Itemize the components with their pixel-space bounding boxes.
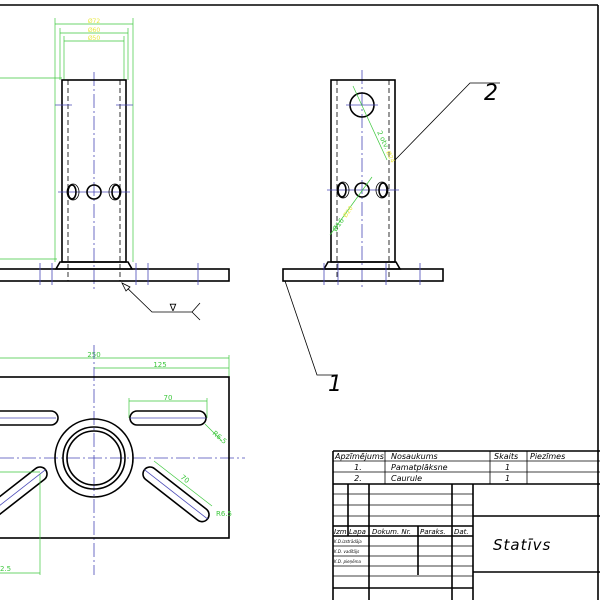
- header-lapa: Lapa: [349, 528, 366, 536]
- slot-diagonal-left: [0, 466, 48, 523]
- slot-diagonal-right: [142, 466, 210, 523]
- role-developed: K.D.izstrādāja: [334, 539, 362, 544]
- header-name: Nosaukums: [391, 452, 438, 461]
- part-1-qty: 1: [505, 463, 510, 472]
- role-manager: K.D. vadītājs: [334, 549, 359, 554]
- side-view: 2 otv. Ø24 Ø16 Ø20: [282, 70, 444, 290]
- side-dim-small-hole-2: Ø20: [342, 205, 355, 219]
- front-hole-right: [111, 184, 121, 200]
- tube-outer: [54, 418, 134, 498]
- drawing-title: Statīvs: [493, 536, 551, 554]
- dim-outer-diameter: Ø72: [88, 18, 101, 25]
- weld-leader: ∇: [121, 282, 201, 321]
- slot-left: [0, 410, 59, 426]
- part-1-name: Pamatplāksne: [391, 463, 448, 472]
- header-designation: Apzīmējums: [334, 452, 384, 461]
- balloon-1: 1: [328, 372, 342, 397]
- dim-left: 2.5: [0, 565, 11, 573]
- title-block: Apzīmējums Nosaukums Skaits Piezīmes 1. …: [332, 450, 600, 600]
- weld-symbol: ∇: [169, 303, 177, 314]
- side-base-plate: [282, 268, 444, 282]
- dim-slot-radius: R6.5: [211, 429, 228, 445]
- dim-half-125: 125: [153, 361, 166, 369]
- part-2-name: Caurule: [391, 474, 422, 483]
- side-hole-center: [354, 182, 370, 198]
- top-base-plate: [0, 376, 230, 539]
- front-base-plate: [0, 268, 230, 282]
- front-hole-center: [86, 184, 102, 200]
- dim-diag-length: 70: [179, 473, 191, 485]
- side-dim-small-hole: Ø16: [331, 216, 346, 233]
- header-dat: Dat.: [454, 528, 469, 536]
- header-dokum: Dokum. Nr.: [372, 528, 411, 536]
- header-qty: Skaits: [494, 452, 518, 461]
- balloon-2: 2: [484, 81, 498, 106]
- front-dimension-lines: Ø72 Ø60 Ø50: [0, 18, 134, 262]
- header-notes: Piezīmes: [530, 452, 565, 461]
- dim-inner-diameter: Ø50: [88, 35, 101, 42]
- tube-inner: [66, 430, 122, 486]
- balloon-leaders: 2 1: [284, 81, 500, 397]
- dim-slot-length: 70: [164, 394, 173, 402]
- part-1-designation: 1.: [354, 463, 362, 472]
- side-dim-large-hole: Ø24: [384, 150, 396, 164]
- part-2-designation: 2.: [354, 474, 362, 483]
- sheet-frame: [0, 4, 599, 600]
- role-accepted: K.D. pieņēma: [334, 559, 362, 564]
- header-paraks: Paraks.: [420, 528, 446, 536]
- header-izm: Izm: [334, 528, 347, 536]
- front-hole-left: [67, 184, 77, 200]
- dim-mid-diameter: Ø60: [88, 27, 101, 34]
- front-view: Ø72 Ø60 Ø50 ∇: [0, 18, 230, 321]
- part-2-qty: 1: [505, 474, 510, 483]
- dim-diag-radius: R6.5: [216, 510, 232, 518]
- top-view: 250 125 70 R6.5 70 R6.5: [0, 345, 245, 575]
